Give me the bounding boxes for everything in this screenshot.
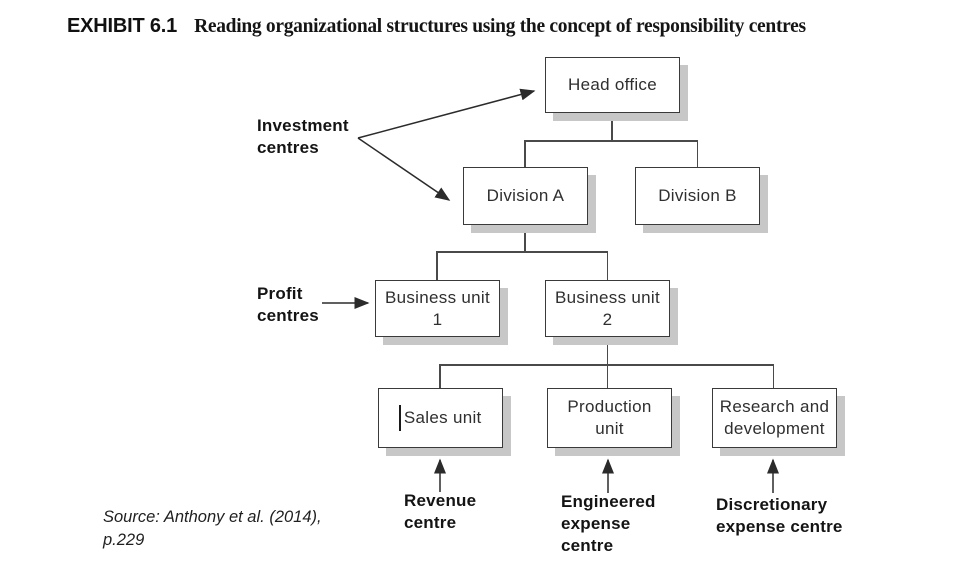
label-discretionary-expense-centre: Discretionary expense centre: [716, 495, 843, 536]
connector-sales-up: [439, 364, 441, 388]
connector-division-a-up: [524, 140, 526, 167]
node-label: Head office: [568, 75, 657, 94]
node-label-line1: Business unit: [554, 287, 660, 307]
connector-bu2-up: [606, 251, 608, 280]
node-sales-unit: Sales unit: [378, 388, 503, 448]
label-engineered-expense-centre: Engineered expense centre: [561, 492, 656, 555]
node-research-development: Research and development: [712, 388, 837, 448]
node-label: Division B: [658, 186, 737, 205]
node-division-a: Division A: [463, 167, 588, 225]
node-label-line1: Business unit: [384, 287, 490, 307]
node-label-line2: unit: [595, 419, 624, 438]
node-label: Division A: [486, 186, 565, 205]
connector-division-b-up: [696, 140, 698, 167]
node-label-line2: 1: [432, 309, 443, 329]
source-note: Source: Anthony et al. (2014), p.229: [103, 508, 322, 549]
node-division-b: Division B: [635, 167, 760, 225]
label-revenue-centre: Revenue centre: [404, 491, 477, 532]
connector-rnd-up: [772, 364, 774, 388]
node-label-line1: Research and: [719, 397, 830, 416]
node-label: Sales unit: [403, 408, 482, 427]
node-label-line2: 2: [602, 309, 613, 329]
connector-bottom-rail: [439, 364, 774, 366]
node-head-office: Head office: [545, 57, 680, 113]
node-business-unit-2: Business unit 2: [545, 280, 670, 337]
exhibit-number: EXHIBIT 6.1: [67, 15, 178, 37]
connector-headoffice-down: [611, 113, 613, 141]
connector-bu1-up: [436, 251, 438, 280]
node-label-line1: Production: [567, 397, 652, 416]
connector-bu2-down: [606, 337, 608, 388]
node-business-unit-1: Business unit 1: [375, 280, 500, 337]
exhibit-caption: Reading organizational structures using …: [194, 16, 806, 37]
label-investment-centres: Investment centres: [257, 116, 349, 157]
connector-divisions-rail: [524, 140, 698, 142]
arrow-investment-to-headoffice: [357, 88, 536, 139]
text-cursor: [399, 405, 401, 431]
exhibit-title: EXHIBIT 6.1 Reading organizational struct…: [67, 15, 806, 38]
label-profit-centres: Profit centres: [257, 284, 319, 325]
connector-division-a-down: [524, 225, 526, 252]
connector-businessunits-rail: [436, 251, 608, 253]
node-production-unit: Production unit: [547, 388, 672, 448]
arrow-investment-to-division-a: [357, 137, 451, 201]
node-label-line2: development: [724, 419, 825, 438]
